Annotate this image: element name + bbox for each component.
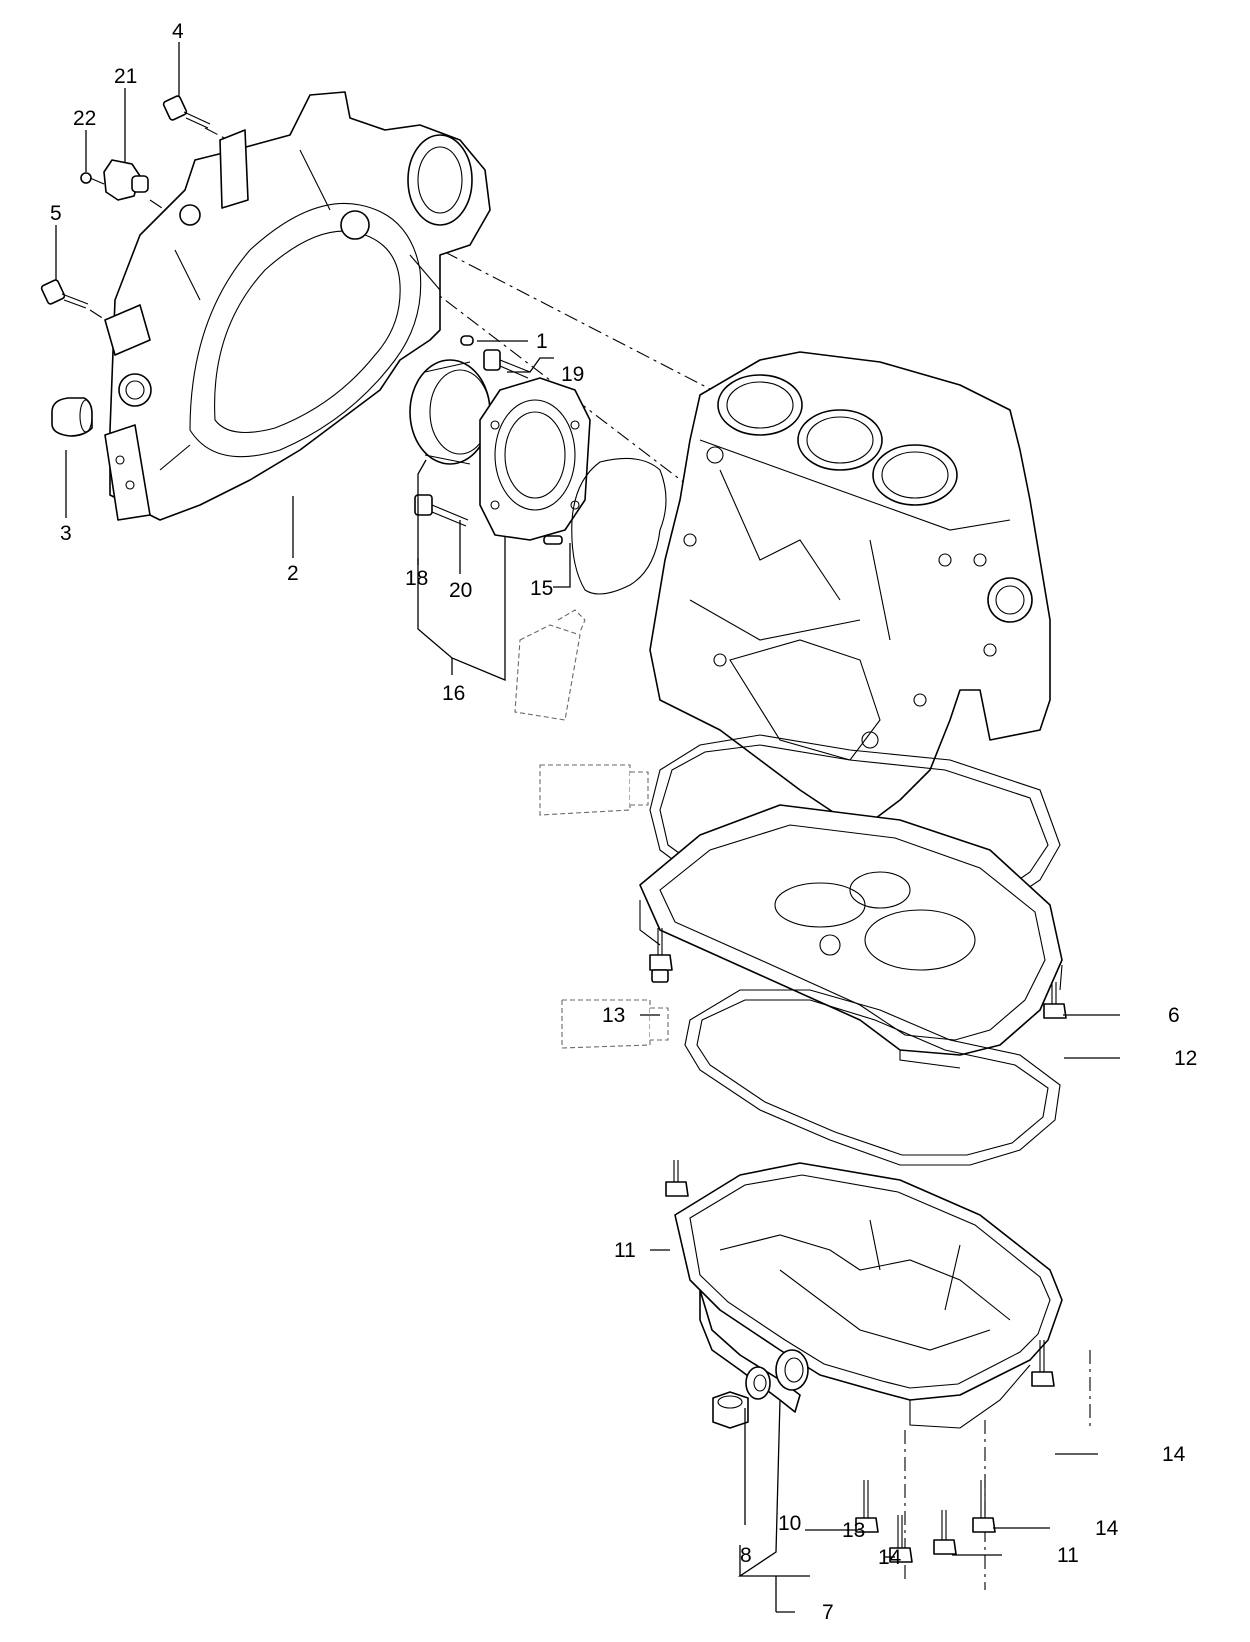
label-14-lower-right: 14 (1095, 1517, 1119, 1540)
bolt-part-14-right (1031, 1340, 1055, 1387)
label-11-lower: 11 (1057, 1544, 1079, 1567)
plug-part-3 (51, 397, 93, 437)
retainer-gasket (571, 457, 667, 595)
sealant-tube-2 (539, 764, 649, 816)
label-6: 6 (1168, 1004, 1180, 1027)
label-8: 8 (740, 1544, 752, 1567)
oil-pan-upper-part-6 (639, 804, 1063, 1069)
leader-lines (55, 42, 1120, 1613)
bolt-part-12 (1043, 982, 1067, 1019)
label-12: 12 (1174, 1047, 1197, 1070)
bolt-part-11-upper (665, 1160, 689, 1197)
label-14-right: 14 (1162, 1443, 1186, 1466)
sealant-tube-3 (561, 999, 669, 1049)
sensor-part-21 (103, 159, 149, 201)
label-2: 2 (287, 562, 299, 585)
bolt-part-13-lower (855, 1480, 879, 1533)
seal-ring-part-18 (409, 359, 491, 465)
label-19: 19 (561, 363, 584, 386)
label-11-upper: 11 (614, 1239, 636, 1262)
label-4: 4 (172, 20, 184, 43)
bolt-part-5 (40, 279, 89, 309)
engine-block (649, 351, 1051, 831)
pin-part-15 (543, 535, 563, 545)
label-13-lower: 13 (842, 1519, 865, 1542)
bolt-part-19 (483, 349, 531, 379)
label-10: 10 (778, 1512, 801, 1535)
label-5: 5 (50, 202, 62, 225)
label-3: 3 (60, 522, 72, 545)
sealant-tube-1 (514, 609, 586, 721)
label-15: 15 (530, 577, 553, 600)
lower-gasket (684, 989, 1061, 1166)
dowel-pin-part-1 (460, 335, 474, 346)
label-7: 7 (822, 1601, 834, 1624)
bolt-part-4 (162, 95, 211, 129)
label-21: 21 (114, 65, 137, 88)
oil-pan-lower-part-7 (674, 1162, 1063, 1429)
seal-retainer-part-16 (479, 377, 591, 541)
flywheel-housing (104, 91, 491, 521)
label-14-bottom: 14 (878, 1546, 902, 1569)
label-22: 22 (73, 107, 96, 130)
label-13-upper: 13 (602, 1004, 625, 1027)
label-20: 20 (449, 579, 472, 602)
callout-labels: 4 21 22 5 1 19 3 2 18 20 15 16 13 6 12 1… (50, 20, 1197, 1624)
bolt-part-22 (80, 172, 105, 185)
label-18: 18 (405, 567, 428, 590)
washer-part-10 (745, 1366, 771, 1400)
drain-plug-part-8 (712, 1391, 749, 1429)
bolt-part-11-lower (933, 1510, 957, 1555)
bolt-part-14-lower-right (972, 1480, 996, 1533)
label-1: 1 (536, 330, 548, 353)
label-16: 16 (442, 682, 465, 705)
bolt-part-13-upper (649, 928, 673, 983)
